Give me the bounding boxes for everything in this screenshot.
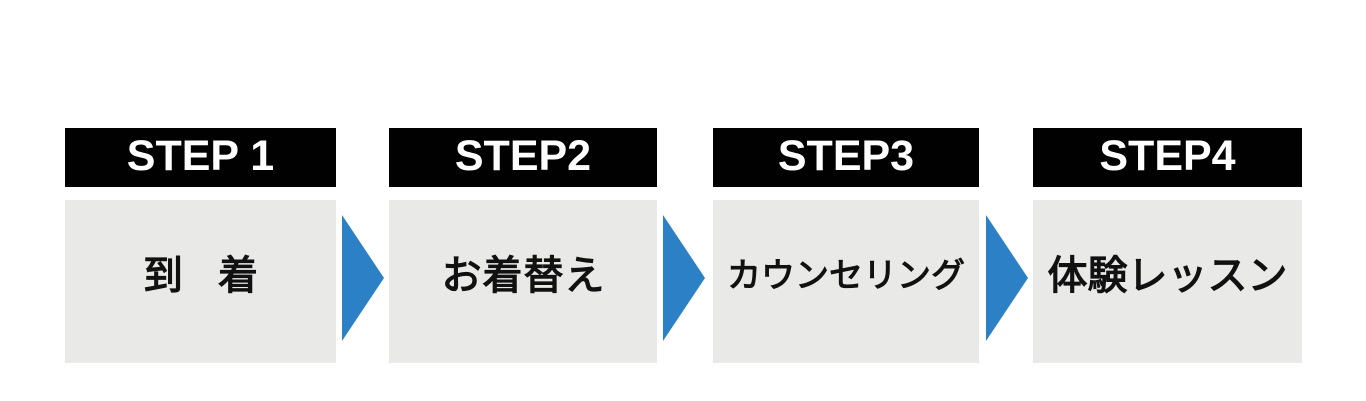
step-3-header: STEP3 bbox=[713, 128, 979, 187]
step-1-body: 到 着 bbox=[65, 200, 336, 363]
arrow-right-triangle-icon bbox=[986, 215, 1028, 341]
step-3-header-label: STEP3 bbox=[777, 132, 915, 180]
step-2-header-label: STEP2 bbox=[454, 132, 592, 180]
step-4-header: STEP4 bbox=[1033, 128, 1302, 187]
arrow-right-triangle-icon bbox=[342, 215, 384, 341]
step-4-header-label: STEP4 bbox=[1099, 132, 1236, 180]
step-3-body-label: カウンセリング bbox=[727, 256, 965, 295]
step-card-2: STEP2 お着替え bbox=[389, 128, 657, 363]
step-2-header: STEP2 bbox=[389, 128, 657, 187]
step-card-3: STEP3 カウンセリング bbox=[713, 128, 979, 363]
step-2-body: お着替え bbox=[389, 200, 657, 363]
step-1-body-label: 到 着 bbox=[142, 253, 271, 298]
step-4-body: 体験レッスン bbox=[1033, 200, 1302, 363]
step-1-header: STEP 1 bbox=[65, 128, 336, 187]
arrow-right-triangle-icon bbox=[663, 215, 705, 341]
step-4-body-label: 体験レッスン bbox=[1047, 253, 1288, 298]
step-3-body: カウンセリング bbox=[713, 200, 979, 363]
step-card-1: STEP 1 到 着 bbox=[65, 128, 336, 363]
step-1-header-label: STEP 1 bbox=[126, 132, 275, 180]
step-card-4: STEP4 体験レッスン bbox=[1033, 128, 1302, 363]
step-2-body-label: お着替え bbox=[441, 253, 606, 298]
